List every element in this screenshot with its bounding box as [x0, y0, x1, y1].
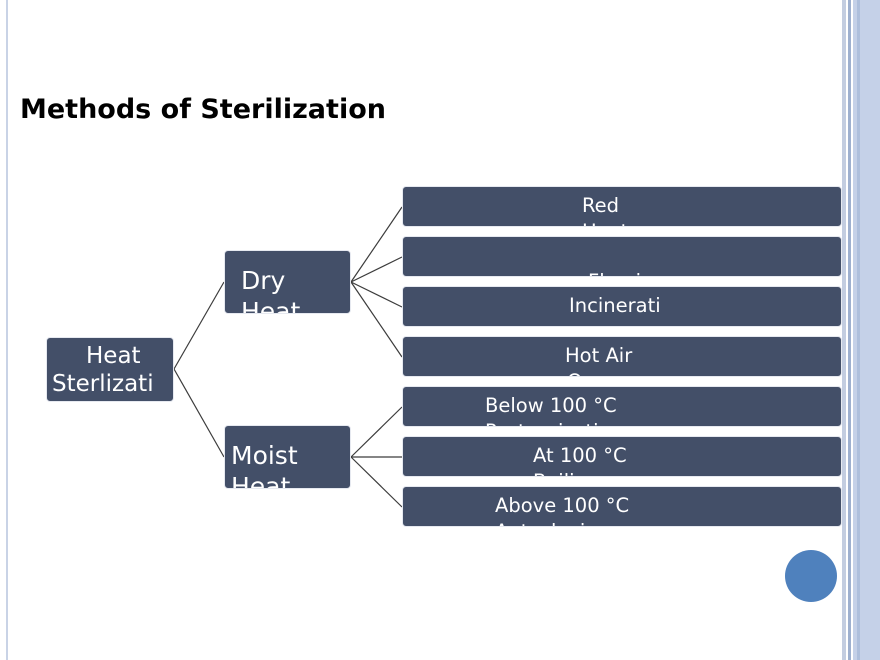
connector-dry-flaming [350, 256, 403, 283]
node-label-line2: Boiling [533, 469, 841, 476]
node-label-line1: Red [582, 194, 620, 217]
node-label-line2: Heat [582, 219, 841, 226]
node-label-line1 [588, 243, 841, 269]
connector-dry-hot-air-oven [350, 281, 403, 358]
node-label-line1: Incinerati [569, 294, 661, 317]
node-moist-heat: Moist Heat [224, 425, 351, 489]
node-heat-sterilization: Heat Sterlizati [46, 337, 174, 402]
node-flaming: Flami [402, 236, 842, 277]
slide-right-border-inner [848, 0, 851, 660]
node-label-line1: Below 100 °C [485, 394, 617, 417]
node-label-line2: Heat [231, 472, 291, 489]
node-dry-heat: Dry Heat [224, 250, 351, 314]
node-label-line1: Moist [231, 441, 298, 470]
node-label-line1: Heat [86, 343, 141, 369]
node-below-100: Below 100 °C Pasteurisation [402, 386, 842, 427]
node-label-line2: Sterlizati [52, 371, 154, 397]
connector-moist-above-100 [350, 456, 403, 508]
node-label-line1: Hot Air [565, 344, 633, 367]
slide-title: Methods of Sterilization [20, 94, 386, 125]
connector-root-moist [173, 368, 225, 458]
connector-moist-below-100 [350, 406, 403, 458]
decorative-circle [785, 550, 837, 602]
slide-left-border [6, 0, 8, 660]
node-label-line2: Pasteurisation [485, 419, 841, 426]
connector-dry-incineration [350, 281, 403, 308]
node-incineration: Incinerati [402, 286, 842, 327]
node-label-line1: At 100 °C [533, 444, 627, 467]
node-label-line2: Autoclaving [495, 519, 841, 526]
connector-root-dry [173, 281, 225, 370]
node-red-heat: Red Heat [402, 186, 842, 227]
node-label-line1: Dry [241, 266, 286, 295]
node-label-line2: Heat [241, 297, 301, 314]
node-label-line1: Above 100 °C [495, 494, 630, 517]
slide-right-border [842, 0, 846, 660]
node-label-line2: Flami [588, 269, 841, 276]
node-label-line2: Oven [565, 369, 841, 376]
node-hot-air-oven: Hot Air Oven [402, 336, 842, 377]
node-at-100: At 100 °C Boiling [402, 436, 842, 477]
slide-right-band-line [857, 0, 860, 660]
node-above-100: Above 100 °C Autoclaving [402, 486, 842, 527]
connector-dry-red-heat [350, 206, 403, 283]
